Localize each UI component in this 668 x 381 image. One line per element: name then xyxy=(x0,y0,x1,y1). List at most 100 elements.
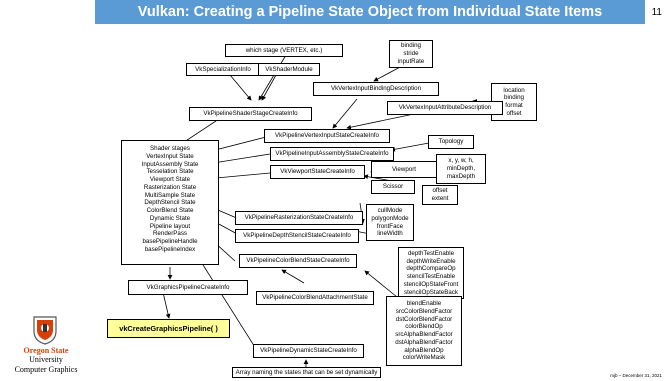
pipeline-field: basePipelineIndex xyxy=(144,245,196,253)
graphics-pipeline-create-label: VkGraphicsPipelineCreateInfo xyxy=(146,283,230,291)
raster-params-box: cullMode polygonMode frontFace lineWidth xyxy=(366,204,414,241)
depth-params-box: depthTestEnable depthWriteEnable depthCo… xyxy=(398,247,464,299)
depth-params-line: depthTestEnable xyxy=(407,249,455,257)
location-info-line: offset xyxy=(506,109,522,117)
blend-params-line: alphaBlendOp xyxy=(404,346,444,354)
location-info-line: location xyxy=(503,86,525,94)
shield-logo-icon xyxy=(33,316,57,345)
blend-params-line: dstAlphaBlendFactor xyxy=(395,338,453,346)
depth-stencil-state-label: VkPipelineDepthStencilStateCreateInfo xyxy=(243,232,351,240)
blend-params-line: blendEnable xyxy=(406,300,442,307)
blend-params-line: colorBlendOp xyxy=(405,323,443,331)
arrow-shader-module xyxy=(261,74,277,101)
dynamic-state-label: VkPipelineDynamicStateCreateInfo xyxy=(260,347,357,355)
pipeline-fields-box: Shader stages VertexInput State InputAss… xyxy=(121,140,219,265)
raster-params-line: cullMode xyxy=(377,207,403,214)
rasterization-state-label: VkPipelineRasterizationStateCreateInfo xyxy=(244,214,354,222)
raster-params-line: lineWidth xyxy=(377,230,403,238)
vertex-input-binding-label: VkVertexInputBindingDescription xyxy=(330,85,422,93)
arrow-vertex-attribute xyxy=(346,113,415,130)
scissor-params-box: offset extent xyxy=(422,185,458,205)
slide-title: Vulkan: Creating a Pipeline State Object… xyxy=(137,4,603,20)
logo-line-university: University xyxy=(29,355,63,364)
arrow-binding-info xyxy=(373,65,403,82)
which-stage-box: which stage (VERTEX, etc.) xyxy=(225,44,343,57)
binding-info-line: stride xyxy=(403,50,419,58)
page-number: 11 xyxy=(651,7,662,18)
arrow-blend-attachment xyxy=(281,269,305,284)
blend-params-line: srcAlphaBlendFactor xyxy=(395,331,453,338)
scissor-label: Scissor xyxy=(382,183,404,191)
blend-params-line: colorWriteMask xyxy=(402,354,446,362)
topology-box: Topology xyxy=(428,135,474,149)
depth-params-line: depthCompareOp xyxy=(406,265,456,273)
shader-stage-create-box: VkPipelineShaderStageCreateInfo xyxy=(189,107,312,121)
arrow-which-stage xyxy=(258,54,287,101)
depth-params-line: stencilTestEnable xyxy=(406,273,456,280)
input-assembly-state-label: VkPipelineInputAssemblyStateCreateInfo xyxy=(275,150,389,158)
dynamic-note-label: Array naming the states that can be set … xyxy=(235,368,378,376)
logo-line-oregon-state: Oregon State xyxy=(23,346,69,355)
pipeline-field: MultiSample State xyxy=(144,191,196,199)
viewport-box: Viewport xyxy=(371,161,437,178)
arrow-specialization xyxy=(229,74,252,101)
specialization-info-label: VkSpecializationInfo xyxy=(195,65,251,73)
location-info-line: format xyxy=(505,102,523,109)
binding-info-box: binding stride inputRate xyxy=(389,40,433,68)
pipeline-field: VertexInput State xyxy=(146,152,194,160)
viewport-state-label: VkViewportStateCreateInfo xyxy=(280,168,355,176)
topology-label: Topology xyxy=(438,138,464,146)
vertex-input-state-box: VkPipelineVertexInputStateCreateInfo xyxy=(264,129,390,143)
which-stage-label: which stage (VERTEX, etc.) xyxy=(245,46,323,54)
vertex-input-attribute-label: VkVertexInputAttributeDescription xyxy=(398,104,492,112)
pipeline-field: Tesselation State xyxy=(146,168,194,176)
shader-stage-create-label: VkPipelineShaderStageCreateInfo xyxy=(203,110,298,118)
depth-params-line: stencilOpStateBack xyxy=(404,288,458,296)
graphics-pipeline-create-box: VkGraphicsPipelineCreateInfo xyxy=(128,280,248,295)
scissor-box: Scissor xyxy=(371,180,415,194)
vertex-input-attribute-box: VkVertexInputAttributeDescription xyxy=(387,101,503,115)
shader-module-label: VkShaderModule xyxy=(265,65,313,73)
input-assembly-state-box: VkPipelineInputAssemblyStateCreateInfo xyxy=(270,147,394,161)
logo-line-computer-graphics: Computer Graphics xyxy=(14,365,78,374)
vertex-input-state-label: VkPipelineVertexInputStateCreateInfo xyxy=(275,132,379,140)
blend-params-box: blendEnable srcColorBlendFactor dstColor… xyxy=(386,296,462,366)
location-info-line: binding xyxy=(504,94,524,102)
depth-stencil-state-box: VkPipelineDepthStencilStateCreateInfo xyxy=(235,229,359,243)
viewport-params-line: maxDepth xyxy=(446,172,476,180)
pipeline-field: InputAssembly State xyxy=(141,160,199,168)
rasterization-state-box: VkPipelineRasterizationStateCreateInfo xyxy=(235,211,363,225)
color-blend-attachment-label: VkPipelineColorBlendAttachmentState xyxy=(262,294,368,302)
pipeline-field: Pipeline layout xyxy=(149,222,191,230)
shader-module-box: VkShaderModule xyxy=(258,63,320,76)
pipeline-field: DepthStencil State xyxy=(144,199,196,207)
raster-params-line: polygonMode xyxy=(371,214,409,222)
specialization-info-box: VkSpecializationInfo xyxy=(186,63,260,76)
viewport-params-line: x, y, w, h, xyxy=(448,157,474,165)
create-graphics-pipeline-call: vkCreateGraphicsPipeline( ) xyxy=(107,319,230,338)
pipeline-field: Dynamic State xyxy=(149,214,191,222)
scissor-params-line: extent xyxy=(431,195,449,202)
title-bar: Vulkan: Creating a Pipeline State Object… xyxy=(95,0,645,24)
osu-logo: Oregon State University Computer Graphic… xyxy=(6,315,86,379)
scissor-params-line: offset xyxy=(432,187,448,195)
dynamic-note-box: Array naming the states that can be set … xyxy=(232,367,381,378)
blend-params-line: dstColorBlendFactor xyxy=(395,315,453,323)
pipeline-field: Rasterization State xyxy=(143,183,197,191)
viewport-state-box: VkViewportStateCreateInfo xyxy=(270,165,365,179)
arrow-vertex-binding xyxy=(332,98,358,129)
footer-credit: mjb – December 31, 2021 xyxy=(610,373,662,378)
arrow-topology xyxy=(390,142,430,152)
pipeline-field: Shader stages xyxy=(150,145,190,152)
vertex-input-binding-box: VkVertexInputBindingDescription xyxy=(313,82,439,96)
binding-info-line: binding xyxy=(401,42,421,50)
viewport-params-box: x, y, w, h, minDepth, maxDepth xyxy=(436,154,486,184)
pipeline-field: Viewport State xyxy=(149,176,191,183)
pipeline-field: RenderPass xyxy=(152,230,188,238)
color-blend-state-box: VkPipelineColorBlendStateCreateInfo xyxy=(239,254,357,268)
pipeline-field: basePipelineHandle xyxy=(142,238,198,245)
viewport-params-line: minDepth, xyxy=(446,165,476,173)
raster-params-line: frontFace xyxy=(376,222,404,230)
